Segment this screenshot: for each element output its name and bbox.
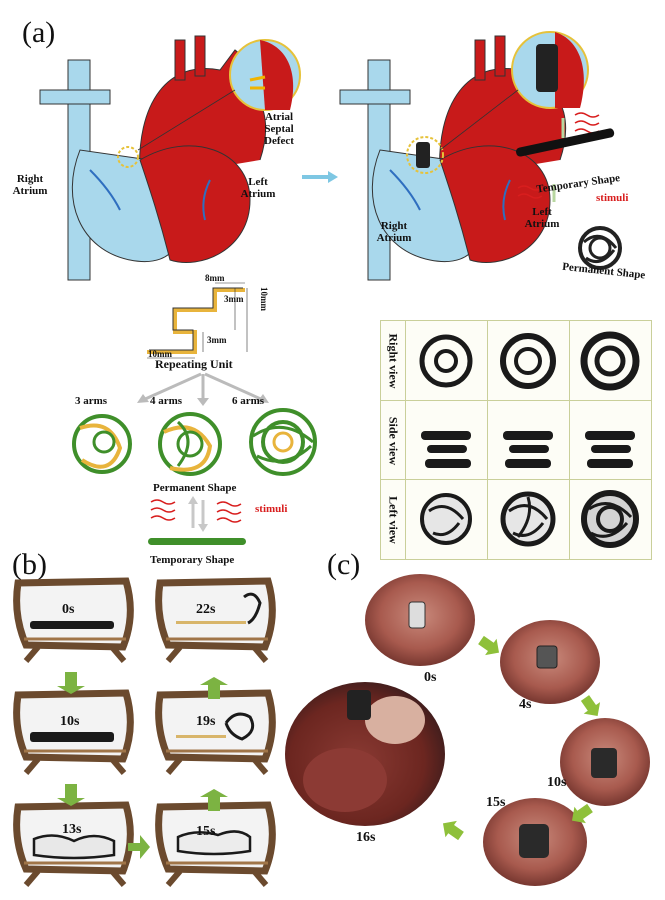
view-grid: Right view Side view Left view bbox=[380, 320, 652, 560]
frame-time-22s: 22s bbox=[196, 602, 215, 618]
right-heart-right-atrium-label: Right Atrium bbox=[372, 220, 416, 244]
right-heart-left-atrium-label: Left Atrium bbox=[520, 206, 564, 230]
left-heart-right-atrium-label: Right Atrium bbox=[10, 173, 50, 197]
dim-label-1: 8mm bbox=[205, 272, 225, 284]
frame-time-19s: 19s bbox=[196, 714, 215, 730]
coil-3-arms bbox=[62, 408, 142, 480]
frame-series bbox=[0, 575, 290, 895]
dim-label-3: 10mm bbox=[258, 287, 270, 311]
dim-label-2: 3mm bbox=[224, 293, 244, 305]
view-grid-occluders bbox=[381, 321, 651, 559]
photo-time-4s: 4s bbox=[519, 697, 531, 713]
arm-branch-arrows bbox=[113, 372, 293, 408]
left-heart-left-atrium-label: Left Atrium bbox=[236, 176, 280, 200]
repeating-unit-title: Repeating Unit bbox=[155, 358, 233, 370]
photo-time-10s: 10s bbox=[547, 775, 566, 791]
atrial-septal-defect-label: Atrial Septal Defect bbox=[254, 111, 304, 147]
transition-arrow bbox=[300, 170, 340, 184]
frame-time-0s: 0s bbox=[62, 602, 74, 618]
dim-label-4: 3mm bbox=[207, 334, 227, 346]
frame-time-13s: 13s bbox=[62, 822, 81, 838]
photo-time-16s: 16s bbox=[356, 830, 375, 846]
arms-label-3: 3 arms bbox=[75, 395, 107, 407]
stimuli-label-bottom: stimuli bbox=[255, 503, 287, 515]
heart-illustration-before bbox=[20, 20, 320, 280]
coil-6-arms bbox=[243, 406, 323, 478]
arms-label-4: 4 arms bbox=[150, 395, 182, 407]
temporary-rod-green bbox=[148, 538, 246, 545]
coil-4-arms bbox=[150, 408, 230, 480]
photo-time-15s: 15s bbox=[486, 795, 505, 811]
stimuli-arrows-bottom bbox=[145, 496, 255, 532]
frame-time-15s: 15s bbox=[196, 824, 215, 840]
frame-time-10s: 10s bbox=[60, 714, 79, 730]
tissue-photo-series bbox=[285, 570, 655, 900]
permanent-shape-label-bottom: Permanent Shape bbox=[153, 482, 236, 494]
photo-time-0s: 0s bbox=[424, 670, 436, 686]
stimuli-label-top: stimuli bbox=[596, 192, 628, 204]
temporary-shape-label-bottom: Temporary Shape bbox=[150, 554, 234, 566]
